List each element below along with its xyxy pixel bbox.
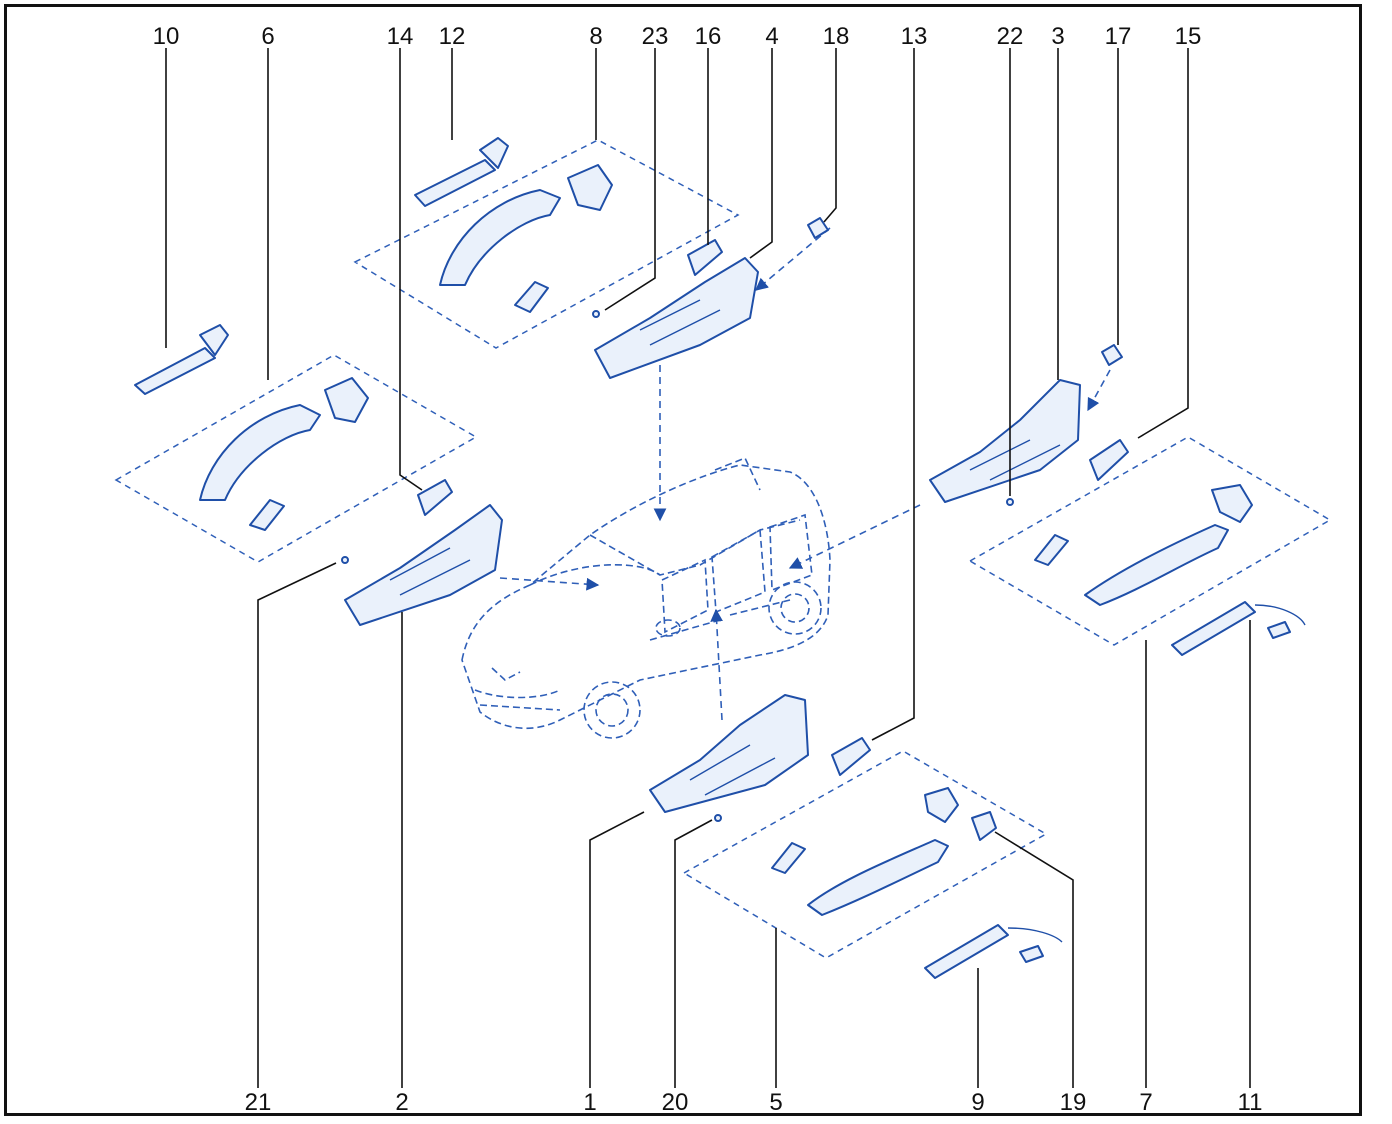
part-11-rear-right-sensor [1171, 601, 1306, 656]
callout-7: 7 [1139, 1089, 1152, 1116]
leader-lines-top [165, 48, 1189, 741]
callout-12: 12 [439, 23, 466, 50]
callout-6: 6 [261, 23, 274, 50]
part-1-front-right-bracket [649, 694, 809, 813]
callout-20: 20 [662, 1089, 689, 1116]
diagram-frame [4, 4, 1362, 1116]
part-10-rear-left-antenna [134, 324, 229, 395]
part-14-rear-left-gasket [417, 479, 453, 516]
part-18-front-left-plug [807, 217, 829, 239]
callout-1: 1 [583, 1089, 596, 1116]
car-outline [461, 456, 831, 739]
callout-10: 10 [153, 23, 180, 50]
assembly-arrows [499, 227, 1111, 721]
callout-21: 21 [245, 1089, 272, 1116]
callouts-top: 10 6 14 12 8 23 16 4 18 13 22 3 17 15 [153, 23, 1202, 50]
part-3-rear-right-bracket [929, 379, 1081, 503]
part-13-front-right-gasket [831, 737, 871, 776]
leader-lines-bottom [257, 562, 1251, 1088]
part-4-front-left-bracket [594, 257, 759, 379]
callout-3: 3 [1051, 23, 1064, 50]
callout-5: 5 [769, 1089, 782, 1116]
callout-19: 19 [1060, 1089, 1087, 1116]
part-12-front-left-antenna [414, 137, 509, 207]
callout-18: 18 [823, 23, 850, 50]
callout-11: 11 [1238, 1089, 1263, 1116]
part-9-front-right-sensor [924, 924, 1063, 979]
callout-23: 23 [642, 23, 669, 50]
part-15-rear-right-gasket [1089, 439, 1129, 481]
callout-9: 9 [971, 1089, 984, 1116]
part-7-rear-right-handle [1034, 484, 1253, 606]
callout-4: 4 [765, 23, 778, 50]
callout-8: 8 [589, 23, 602, 50]
part-21-screw [341, 556, 349, 564]
assembly-plane-rear-left [114, 354, 478, 563]
callout-17: 17 [1105, 23, 1132, 50]
part-6-rear-left-handle [199, 377, 369, 531]
part-2-rear-left-bracket [344, 504, 503, 626]
part-8-front-left-handle [439, 164, 613, 313]
part-5-front-right-handle [771, 787, 959, 916]
callout-16: 16 [695, 23, 722, 50]
callout-13: 13 [901, 23, 928, 50]
part-22-screw [1006, 498, 1014, 506]
part-20-screw [714, 814, 722, 822]
part-23-screw [592, 310, 600, 318]
assembly-plane-rear-right [968, 436, 1332, 646]
callouts-bottom: 21 2 1 20 5 9 19 7 11 [245, 1089, 1263, 1116]
callout-15: 15 [1175, 23, 1202, 50]
callout-22: 22 [997, 23, 1024, 50]
part-19-front-right-cap [971, 811, 997, 841]
assembly-plane-front-right [682, 750, 1048, 959]
part-16-front-left-gasket [687, 239, 723, 276]
assembly-plane-front-left [353, 139, 740, 349]
callout-2: 2 [395, 1089, 408, 1116]
callout-14: 14 [387, 23, 414, 50]
part-17-rear-right-plug [1101, 344, 1123, 366]
